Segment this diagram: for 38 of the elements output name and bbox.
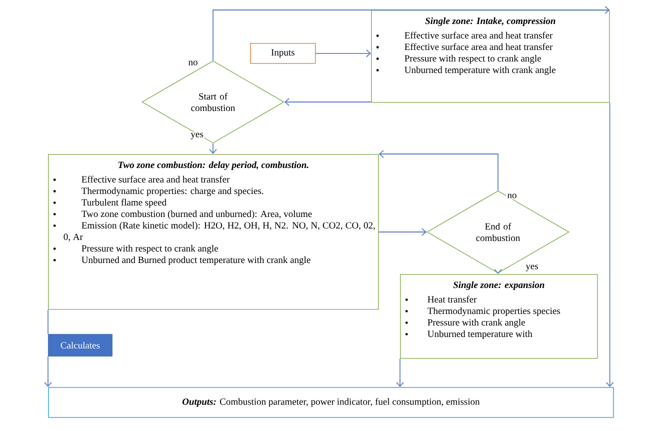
bullet-item: Unburned and Burned product temperature with crank angle	[53, 256, 310, 266]
bullet-item: Pressure with crank angle	[405, 318, 525, 328]
bullet-item: Effective surface area and heat transfer	[53, 176, 230, 183]
process-box	[371, 10, 610, 103]
bullet-item: Effective surface area and heat transfer	[376, 43, 553, 50]
arrow	[378, 150, 498, 191]
bullet-item: Pressure with respect to crank angle	[376, 54, 541, 64]
arrow	[396, 358, 404, 387]
edge-label: no	[507, 194, 516, 198]
process-box	[48, 154, 379, 310]
arrow	[209, 143, 217, 154]
arrow	[494, 268, 502, 274]
heading: Single zone: expansion	[453, 281, 544, 290]
bullet-item: Two zone combustion (burned and unburned): Area, volume	[53, 210, 312, 219]
bullet-item: Effective surface area and heat transfer	[376, 32, 553, 39]
edge-label: yes	[190, 132, 203, 140]
bullet-item: Thermodynamic properties: charge and species.	[53, 187, 264, 196]
heading: Two zone combustion: delay period, combustion.	[118, 161, 308, 170]
arrow	[315, 49, 371, 58]
bullet-item: Unburned temperature with crank angle	[376, 66, 556, 76]
arrow	[378, 228, 427, 236]
bullet-item: Emission (Rate kinetic model): H2O, H2, OH, H, N2. NO, N, CO2, CO, 02, 0, Ar	[53, 222, 375, 242]
bullet-item: Pressure with respect to crank angle	[53, 244, 218, 254]
bullet-item: Unburned temperature with	[405, 330, 532, 339]
heading: Single zone: Intake, compression	[425, 17, 556, 26]
process-box: Calculates	[48, 334, 112, 356]
bullet-item: Thermodynamic properties species	[405, 307, 560, 316]
arrow	[44, 356, 52, 387]
edge-label: no	[188, 60, 198, 66]
bullet-item: Turbulent flame speed	[53, 198, 166, 208]
bullet-item: Heat transfer	[405, 296, 477, 303]
process-box	[400, 274, 598, 359]
arrow	[212, 6, 610, 61]
edge-label: yes	[526, 264, 538, 272]
arrow	[606, 102, 614, 387]
input-box: Inputs	[250, 43, 316, 64]
output-box: Outputs: Combustion parameter, power indicator, fuel consumption, emission	[48, 387, 614, 418]
arrow	[284, 98, 372, 106]
